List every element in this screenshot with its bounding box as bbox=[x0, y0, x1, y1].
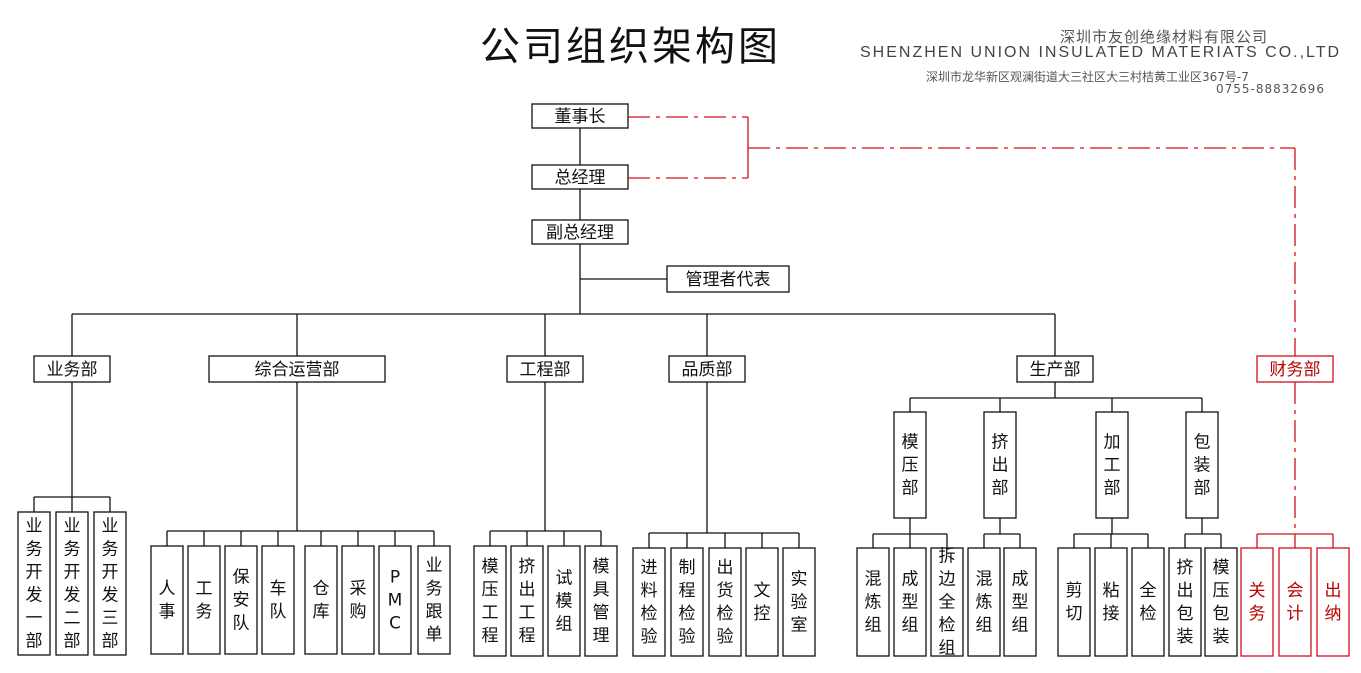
dept-eng: 工程部 bbox=[520, 360, 571, 380]
node-management-representative: 管理者代表 bbox=[686, 270, 771, 290]
ops-unit-2-box bbox=[187, 545, 221, 655]
eng-unit-1: 模压工程 bbox=[482, 557, 499, 646]
qa-unit-2-box bbox=[670, 547, 704, 657]
sales-unit-3: 业务开发三部 bbox=[102, 517, 119, 652]
prod-sub-mold: 模压部 bbox=[902, 433, 919, 499]
qa-unit-1-box bbox=[632, 547, 666, 657]
prod-sub-pack-box bbox=[1185, 411, 1219, 519]
qa-unit-5: 实验室 bbox=[791, 570, 808, 636]
prod-sub-proc: 加工部 bbox=[1104, 433, 1121, 499]
company-address: 深圳市龙华新区观澜街道大三社区大三村桔黄工业区367号-7 bbox=[926, 70, 1249, 84]
fin-unit-3: 出纳 bbox=[1325, 581, 1342, 624]
prod-ext-unit-1: 混炼组 bbox=[976, 570, 993, 636]
dept-eng-box bbox=[506, 355, 584, 383]
prod-ext-unit-2: 成型组 bbox=[1012, 570, 1029, 636]
sales-unit-1-box bbox=[17, 511, 51, 656]
company-name-cn: 深圳市友创绝缘材料有限公司 bbox=[1060, 28, 1269, 46]
ops-unit-5-box bbox=[304, 545, 338, 655]
fin-unit-2-box bbox=[1278, 547, 1312, 657]
node-chairman: 董事长 bbox=[555, 107, 606, 127]
ops-unit-3-box bbox=[224, 545, 258, 655]
ops-unit-3: 保安队 bbox=[233, 568, 250, 634]
dept-prod-box bbox=[1016, 355, 1094, 383]
prod-proc-unit-2-box bbox=[1094, 547, 1128, 657]
prod-pack-unit-2: 模压包装 bbox=[1213, 558, 1230, 647]
ops-unit-8-box bbox=[417, 545, 451, 655]
fin-unit-3-box bbox=[1316, 547, 1350, 657]
prod-sub-mold-box bbox=[893, 411, 927, 519]
prod-sub-proc-box bbox=[1095, 411, 1129, 519]
ops-unit-8: 业务跟单 bbox=[426, 556, 443, 645]
sales-unit-1: 业务开发一部 bbox=[26, 517, 43, 652]
prod-ext-unit-2-box bbox=[1003, 547, 1037, 657]
prod-sub-pack: 包装部 bbox=[1194, 433, 1211, 499]
fin-unit-1: 关务 bbox=[1249, 581, 1266, 624]
prod-ext-unit-1-box bbox=[967, 547, 1001, 657]
ops-unit-6-box bbox=[341, 545, 375, 655]
prod-pack-unit-1-box bbox=[1168, 547, 1202, 657]
prod-mold-unit-3: 拆边全检组 bbox=[939, 547, 956, 659]
dept-ops: 综合运营部 bbox=[255, 360, 340, 380]
qa-unit-3-box bbox=[708, 547, 742, 657]
node-deputy-gm: 副总经理 bbox=[546, 223, 614, 243]
ops-unit-6: 采购 bbox=[350, 579, 367, 622]
prod-proc-unit-2: 粘接 bbox=[1103, 581, 1120, 624]
ops-unit-1-box bbox=[150, 545, 184, 655]
node-general-manager: 总经理 bbox=[555, 168, 606, 188]
qa-unit-3: 出货检验 bbox=[717, 558, 734, 647]
ops-unit-1: 人事 bbox=[159, 579, 176, 622]
prod-pack-unit-1: 挤出包装 bbox=[1177, 558, 1194, 647]
qa-unit-4-box bbox=[745, 547, 779, 657]
ops-unit-4: 车队 bbox=[270, 579, 287, 622]
eng-unit-3-box bbox=[547, 545, 581, 657]
qa-unit-4: 文控 bbox=[754, 581, 771, 624]
fin-unit-1-box bbox=[1240, 547, 1274, 657]
dept-qa: 品质部 bbox=[682, 360, 733, 380]
qa-unit-2: 制程检验 bbox=[679, 558, 696, 647]
eng-unit-4-box bbox=[584, 545, 618, 657]
eng-unit-2: 挤出工程 bbox=[519, 557, 536, 646]
prod-mold-unit-2-box bbox=[893, 547, 927, 657]
dept-sales-box bbox=[33, 355, 111, 383]
prod-proc-unit-3-box bbox=[1131, 547, 1165, 657]
chart-title: 公司组织架构图 bbox=[480, 24, 781, 70]
prod-sub-ext: 挤出部 bbox=[992, 433, 1009, 499]
company-name-en: SHENZHEN UNION INSULATED MATERIATS CO.,L… bbox=[860, 44, 1342, 61]
eng-unit-1-box bbox=[473, 545, 507, 657]
node-general-manager-box bbox=[531, 164, 629, 190]
dept-fin-box bbox=[1256, 355, 1334, 383]
prod-proc-unit-1: 剪切 bbox=[1066, 581, 1083, 624]
qa-unit-1: 进料检验 bbox=[641, 558, 658, 647]
eng-unit-3: 试模组 bbox=[556, 569, 573, 635]
sales-unit-3-box bbox=[93, 511, 127, 656]
node-management-representative-box bbox=[666, 265, 790, 293]
prod-proc-unit-1-box bbox=[1057, 547, 1091, 657]
eng-unit-4: 模具管理 bbox=[593, 557, 610, 646]
sales-unit-2-box bbox=[55, 511, 89, 656]
company-phone: 0755-88832696 bbox=[1216, 82, 1325, 96]
fin-unit-2: 会计 bbox=[1287, 581, 1304, 624]
prod-pack-unit-2-box bbox=[1204, 547, 1238, 657]
ops-unit-7-box bbox=[378, 545, 412, 655]
sales-unit-2: 业务开发二部 bbox=[64, 517, 81, 652]
prod-proc-unit-3: 全检 bbox=[1140, 581, 1157, 624]
prod-mold-unit-1: 混炼组 bbox=[865, 570, 882, 636]
prod-sub-ext-box bbox=[983, 411, 1017, 519]
prod-mold-unit-2: 成型组 bbox=[902, 570, 919, 636]
dept-fin: 财务部 bbox=[1270, 360, 1321, 380]
ops-unit-4-box bbox=[261, 545, 295, 655]
ops-unit-2: 工务 bbox=[196, 579, 213, 622]
eng-unit-2-box bbox=[510, 545, 544, 657]
qa-unit-5-box bbox=[782, 547, 816, 657]
dept-prod: 生产部 bbox=[1030, 360, 1081, 380]
prod-mold-unit-1-box bbox=[856, 547, 890, 657]
dept-qa-box bbox=[668, 355, 746, 383]
dept-sales: 业务部 bbox=[47, 360, 98, 380]
prod-mold-unit-3-box bbox=[930, 547, 964, 657]
ops-unit-5: 仓库 bbox=[313, 579, 330, 622]
